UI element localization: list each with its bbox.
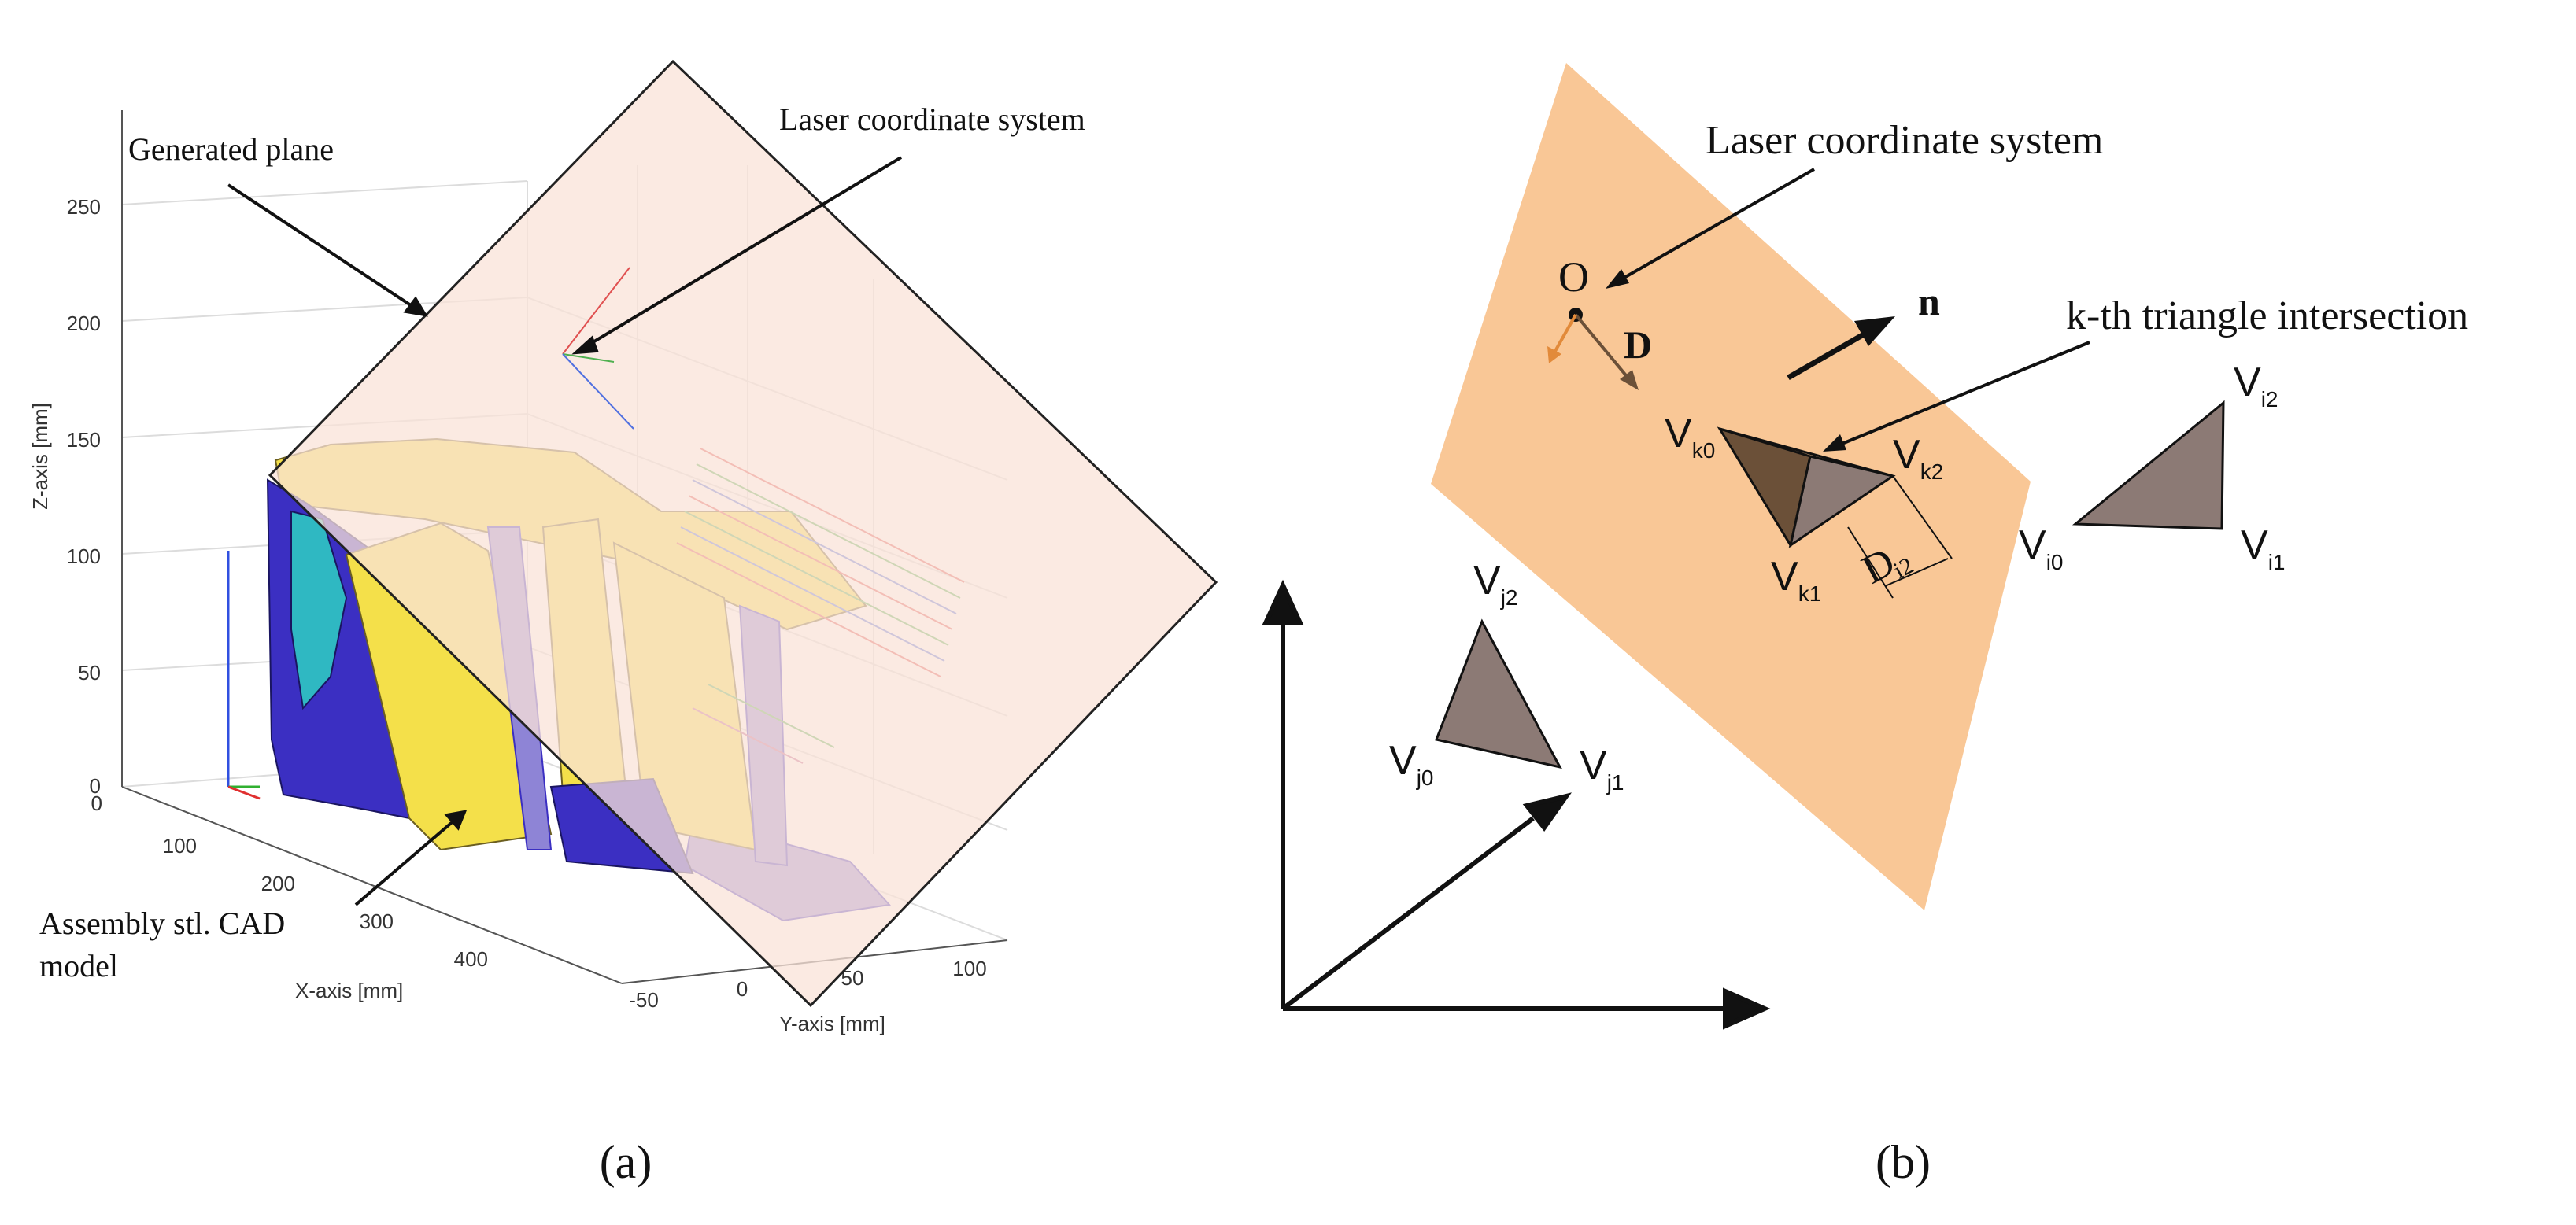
vertex-k2: Vk2 [1893,432,1943,484]
x-tick-400: 400 [454,947,488,971]
vertex-k1: Vk1 [1771,554,1821,606]
k-intersection-arrow [1839,341,2090,446]
assembly-arrow [354,818,456,906]
laser-cs-arrow [585,156,903,348]
y-axis-label: Y-axis [mm] [779,1012,885,1035]
triangle-j [1434,618,1562,769]
annotation-arrows-a [227,156,903,906]
triangle-k-edge [1719,427,1894,478]
generated-plane-arrow [227,183,417,310]
y-tick-0: 0 [737,977,748,1001]
generated-plane [268,59,1218,1008]
vertex-labels: Vk0 Vk1 Vk2 Vi0 Vi1 Vi2 Vj0 Vj1 Vj2 [1389,360,2285,795]
z-axis-label: Z-axis [mm] [28,403,52,510]
orange-vector [1553,314,1577,353]
x-tick-100: 100 [163,834,197,858]
origin-axes [227,551,261,800]
y-tick-neg50: -50 [629,988,659,1012]
panel-a-label: (a) [600,1136,652,1188]
distance-marker [1847,475,1953,599]
z-tick-100: 100 [67,544,101,568]
x-tick-200: 200 [261,872,295,895]
vertex-i0: Vi0 [2019,522,2063,574]
z-tick-250: 250 [67,195,101,219]
normal-arrow-head [1854,316,1895,346]
laser-cs-label-b: Laser coordinate system [1706,118,2103,163]
assembly-label-line1: Assembly stl. CAD [39,906,285,941]
x-tick-300: 300 [360,910,394,933]
vertex-i2: Vi2 [2234,360,2278,411]
x-axis-label: X-axis [mm] [295,979,403,1002]
vertex-k0: Vk0 [1665,411,1715,463]
laser-cs-arrow-b [1621,168,1815,281]
vertex-j1: Vj1 [1580,743,1624,795]
z-ticks: 250 200 150 100 50 0 [67,195,101,798]
vertex-i1: Vi1 [2241,522,2285,574]
z-tick-200: 200 [67,312,101,335]
orange-vector-head [1547,346,1561,363]
d-label: D [1624,323,1652,367]
z-tick-0: 0 [90,774,101,798]
d-vector-head [1620,370,1639,390]
main-axes [1262,579,1771,1030]
vertex-j2: Vj2 [1473,558,1517,610]
assembly-label-line2: model [39,948,118,983]
vertex-j0: Vj0 [1389,738,1433,790]
k-intersection-label: k-th triangle intersection [2066,293,2468,338]
triangle-k-light [1788,455,1896,548]
z-tick-50: 50 [78,661,101,684]
panel-b: O D n Laser coordinate system k-th trian… [1262,63,2468,1188]
x-ticks: 0 100 200 300 400 [91,791,488,971]
orange-plane [1431,63,2031,910]
x-axis-line [121,786,623,984]
d-vector [1574,313,1631,381]
triangle-i [2072,400,2225,530]
panel-a: 250 200 150 100 50 0 Z-axis [mm] 0 100 2… [28,59,1218,1188]
z-tick-150: 150 [67,428,101,452]
panel-b-label: (b) [1876,1136,1931,1188]
normal-arrow [1787,331,1865,381]
x-tick-0: 0 [91,791,102,815]
origin-label: O [1558,253,1589,301]
generated-plane-label: Generated plane [128,131,334,167]
laser-cs-label-a: Laser coordinate system [779,101,1085,137]
laser-frame [562,267,634,430]
diagonal-axis [1281,816,1535,1011]
y-tick-100: 100 [952,957,986,980]
normal-label: n [1918,279,1940,323]
